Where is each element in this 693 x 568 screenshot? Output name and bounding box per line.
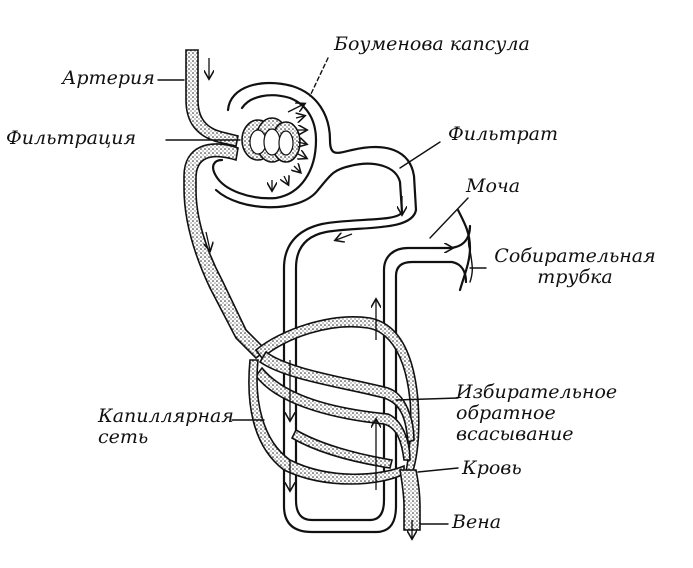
label-collecting-duct-line2: трубка xyxy=(537,265,613,288)
label-capillary-network-line2: сеть xyxy=(98,425,149,448)
label-selective-reabsorption-line2: обратное xyxy=(456,401,556,424)
label-urine: Моча xyxy=(466,175,521,197)
label-collecting-duct: Собирательная трубка xyxy=(490,246,660,288)
flow-arrows xyxy=(206,58,452,538)
label-capillary-network-line1: Капиллярная xyxy=(98,405,234,427)
vein-vessel xyxy=(399,469,421,531)
collecting-duct xyxy=(456,208,473,292)
leader-lines xyxy=(157,57,487,525)
label-filtration: Фильтрация xyxy=(6,127,137,149)
label-artery: Артерия xyxy=(62,67,155,89)
label-vein: Вена xyxy=(452,511,502,533)
label-blood: Кровь xyxy=(462,457,522,479)
glomerulus xyxy=(241,117,301,163)
label-collecting-duct-line1: Собирательная xyxy=(494,245,656,267)
label-selective-reabsorption: Избирательное обратное всасывание xyxy=(456,382,617,445)
label-filtrate: Фильтрат xyxy=(448,123,558,145)
label-selective-reabsorption-line1: Избирательное xyxy=(456,381,618,403)
descending-limb xyxy=(294,208,418,522)
ascending-limb xyxy=(368,224,472,522)
artery-vessel xyxy=(185,49,239,147)
filtration-arrows xyxy=(272,116,306,190)
label-selective-reabsorption-line3: всасывание xyxy=(456,422,574,445)
capillary-network xyxy=(248,316,420,485)
label-capillary-network: Капиллярная сеть xyxy=(98,406,234,448)
label-bowman-capsule: Боуменова капсула xyxy=(334,33,530,55)
bowman-capsule xyxy=(212,82,418,214)
efferent-vessel xyxy=(183,143,268,360)
